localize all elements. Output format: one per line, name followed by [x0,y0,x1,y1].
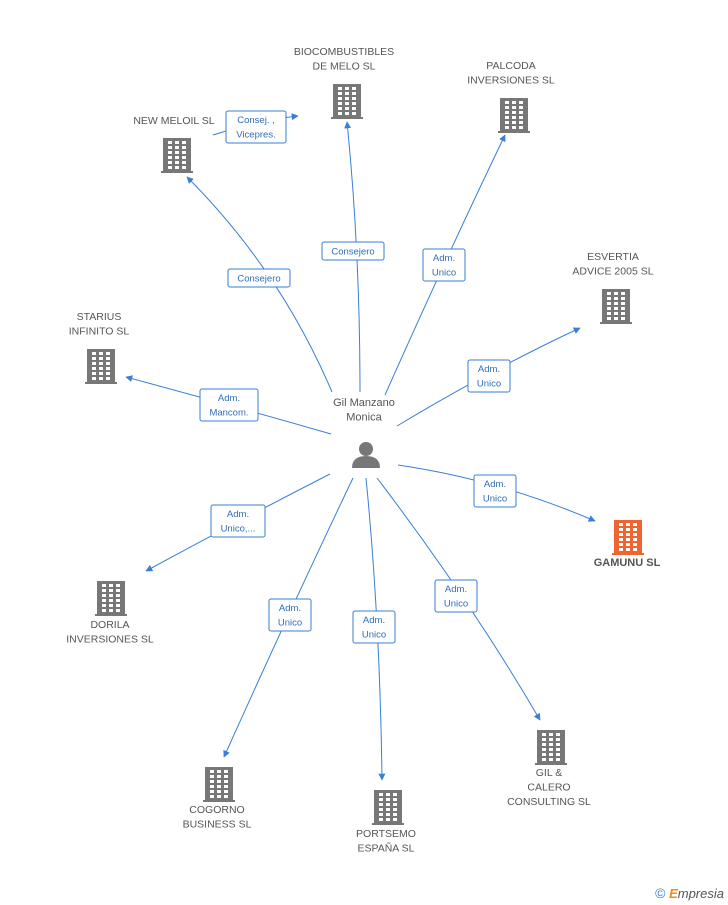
relation-label-box [199,388,259,422]
relation-label-box [225,110,287,144]
company-node-gilcalero[interactable]: GIL & CALERO CONSULTING SL [507,730,591,808]
relation-label-text: Unico [278,618,302,629]
relation-label-newmeloil[interactable]: Consejero [227,268,291,288]
relation-label-box [227,268,291,288]
building-icon[interactable] [161,138,193,173]
relation-label-box [352,610,396,644]
relation-label-dorila[interactable]: Adm. Unico,... [210,504,266,538]
relation-label-text: Adm. [478,364,500,375]
relation-label-palcoda[interactable]: Adm. Unico [422,248,466,282]
company-name-starius-line-1: STARIUS [77,311,122,323]
building-icon[interactable] [498,98,530,133]
company-node-palcoda[interactable]: PALCODA INVERSIONES SL [467,60,555,133]
company-name-portsemo-line-1: PORTSEMO [356,828,416,840]
company-node-dorila[interactable]: DORILA INVERSIONES SL [66,581,154,646]
relation-label-text: Unico [432,268,456,279]
relation-label-text: Unico [362,630,386,641]
relation-label-starius[interactable]: Adm. Mancom. [199,388,259,422]
building-icon[interactable] [372,790,404,825]
relation-label-gilcalero[interactable]: Adm. Unico [434,579,478,613]
brand-initial: E [669,886,678,901]
company-name-gilcalero-line-3: CONSULTING SL [507,796,591,808]
relation-label-text: Adm. [433,253,455,264]
relation-label-text: Adm. [218,393,240,404]
relation-label-text: Consej. , [237,115,275,126]
company-name-starius-line-2: INFINITO SL [69,326,130,338]
person-icon[interactable] [352,442,380,468]
company-name-gamunu-line-1: GAMUNU SL [594,557,661,569]
relation-label-box [422,248,466,282]
relation-label-text: Adm. [484,479,506,490]
building-icon[interactable] [535,730,567,765]
company-name-portsemo-line-2: ESPAÑA SL [357,842,414,855]
relation-label-esvertia[interactable]: Adm. Unico [467,359,511,393]
relation-label-newmeloil-biocombustibles[interactable]: Consej. , Vicepres. [225,110,287,144]
company-name-dorila-line-2: INVERSIONES SL [66,634,154,646]
relation-label-text: Consejero [237,274,280,285]
company-node-biocombustibles[interactable]: BIOCOMBUSTIBLES DE MELO SL [294,46,394,119]
brand-name: mpresia [677,886,724,901]
relation-label-text: Unico [444,599,468,610]
person-name-line-1: Gil Manzano [333,397,395,409]
company-name-palcoda-line-1: PALCODA [486,60,535,72]
relation-label-box [210,504,266,538]
relation-label-portsemo[interactable]: Adm. Unico [352,610,396,644]
relation-label-text: Adm. [279,603,301,614]
person-name-line-2: Monica [346,412,382,424]
company-node-cogorno[interactable]: COGORNO BUSINESS SL [183,767,252,831]
building-icon[interactable] [331,84,363,119]
company-node-starius[interactable]: STARIUS INFINITO SL [69,311,130,384]
relation-label-text: Unico [483,494,507,505]
building-icon[interactable] [600,289,632,324]
company-name-biocombustibles-line-2: DE MELO SL [312,61,375,73]
relation-label-text: Vicepres. [236,130,275,141]
company-node-newmeloil[interactable]: NEW MELOIL SL [133,115,215,173]
relation-label-text: Adm. [445,584,467,595]
relation-label-box [434,579,478,613]
building-icon[interactable] [95,581,127,616]
company-name-dorila-line-1: DORILA [90,619,129,631]
empresia-watermark: © Empresia [655,885,724,901]
copyright-symbol: © [655,885,666,901]
relation-label-text: Unico,... [221,524,256,535]
company-name-newmeloil-line-1: NEW MELOIL SL [133,115,214,127]
relation-label-text: Unico [477,379,501,390]
building-icon[interactable] [203,767,235,802]
company-name-gilcalero-line-2: CALERO [527,782,570,794]
building-icon[interactable] [612,520,644,555]
relation-label-text: Mancom. [209,408,248,419]
company-name-esvertia-line-1: ESVERTIA [587,251,639,263]
relation-label-box [467,359,511,393]
company-node-portsemo[interactable]: PORTSEMO ESPAÑA SL [356,790,416,855]
relation-label-box [268,598,312,632]
relation-label-gamunu[interactable]: Adm. Unico [473,474,517,508]
relation-label-box [321,241,385,261]
company-name-cogorno-line-2: BUSINESS SL [183,819,252,831]
relation-label-box [473,474,517,508]
relation-label-text: Consejero [331,247,374,258]
building-icon[interactable] [85,349,117,384]
company-name-esvertia-line-2: ADVICE 2005 SL [572,266,653,278]
company-node-esvertia[interactable]: ESVERTIA ADVICE 2005 SL [572,251,654,324]
company-name-cogorno-line-1: COGORNO [189,804,244,816]
relation-label-biocombustibles[interactable]: Consejero [321,241,385,261]
relation-label-text: Adm. [227,509,249,520]
relation-label-cogorno[interactable]: Adm. Unico [268,598,312,632]
company-name-gilcalero-line-1: GIL & [536,767,562,779]
company-name-biocombustibles-line-1: BIOCOMBUSTIBLES [294,46,394,58]
company-name-palcoda-line-2: INVERSIONES SL [467,75,555,87]
relation-label-text: Adm. [363,615,385,626]
company-node-gamunu[interactable]: GAMUNU SL [594,520,661,569]
